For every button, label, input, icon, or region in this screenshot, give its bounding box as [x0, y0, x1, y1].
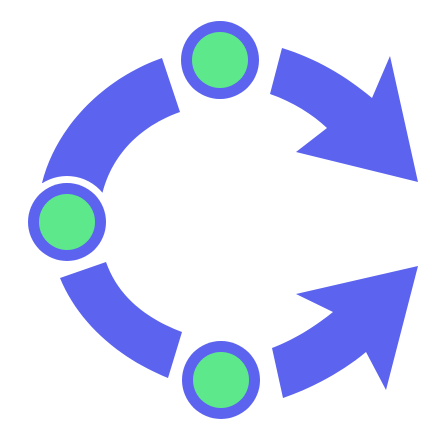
bottom-node-fill [193, 352, 249, 408]
top-node [174, 14, 266, 106]
cycle-arcs [42, 48, 418, 398]
arrow-upper-right [270, 48, 418, 182]
cycle-nodes [21, 14, 267, 426]
arrow-lower-right [272, 266, 418, 398]
top-node-fill [192, 32, 248, 88]
bottom-node [175, 334, 267, 426]
left-node [21, 176, 113, 268]
arc-left-bottom [60, 262, 182, 378]
left-node-fill [39, 194, 95, 250]
arc-left-top [42, 58, 180, 195]
